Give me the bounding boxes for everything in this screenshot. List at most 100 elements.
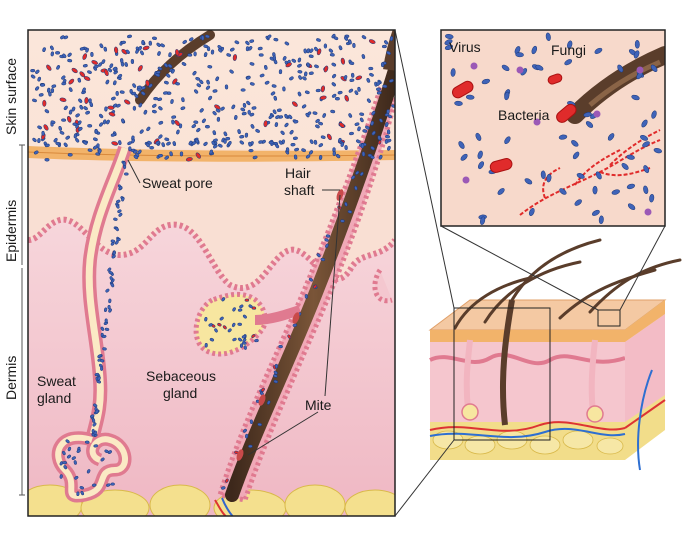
bacterium (291, 58, 297, 63)
bacterium (172, 141, 177, 147)
bacterium (384, 138, 389, 144)
inset-bacterium (444, 39, 453, 45)
inset-microbes (444, 32, 662, 225)
fungus-cell (82, 53, 88, 60)
bacterium (176, 129, 180, 135)
bacterium (62, 461, 67, 465)
bacterium (239, 343, 244, 348)
bacterium (344, 36, 349, 41)
bacterium (239, 135, 245, 139)
bacterium (271, 84, 277, 88)
bacterium (133, 154, 139, 160)
bacterium (386, 51, 391, 55)
bacterium (274, 122, 279, 128)
bacterium (116, 238, 121, 242)
bacterium (164, 80, 169, 85)
bacterium (100, 326, 105, 331)
bacterium (322, 113, 327, 118)
fungus-cell (368, 39, 376, 44)
bacterium (305, 112, 310, 118)
bacterium (201, 118, 206, 124)
bacterium (344, 145, 348, 151)
bacterium (218, 48, 223, 53)
bacterium (275, 115, 280, 120)
bacterium (76, 491, 80, 497)
bacterium (329, 53, 335, 57)
bacterium (359, 171, 364, 176)
bacterium (343, 75, 348, 80)
bacterium (67, 153, 73, 157)
bacterium (318, 155, 323, 160)
bacterium (168, 52, 172, 58)
bacterium (385, 135, 390, 139)
bacterium (61, 118, 67, 122)
bacterium (249, 62, 255, 66)
bacterium (59, 474, 63, 479)
bacterium (50, 120, 56, 124)
bacterium (223, 138, 227, 144)
bacterium (267, 34, 272, 39)
sweat-gland-label-2: gland (37, 390, 71, 406)
bacterium (205, 85, 211, 90)
bacterium (340, 142, 345, 147)
inset-bacterium (571, 140, 579, 147)
bacterium (237, 308, 243, 312)
bacterium (334, 97, 340, 101)
bacterium (30, 68, 36, 73)
bacterium (111, 96, 116, 101)
bacterium (237, 129, 241, 134)
bacterium (155, 140, 160, 145)
bacterium (303, 48, 307, 54)
bacterium (94, 129, 98, 135)
bacterium (58, 126, 62, 131)
bacterium (313, 284, 318, 289)
bacterium (109, 63, 114, 69)
bacterium (60, 35, 65, 40)
bacterium (315, 118, 320, 123)
bacterium (314, 46, 319, 52)
bacterium (232, 337, 237, 342)
bacterium (318, 143, 324, 148)
bacterium (224, 84, 229, 90)
bacterium (261, 387, 265, 392)
bacterium (78, 98, 83, 103)
inset-bacterium (444, 44, 453, 51)
inset-bacterium (621, 162, 629, 170)
bacterium (63, 465, 68, 470)
fungus-cell (91, 60, 98, 65)
inset-bacterium (477, 150, 483, 159)
inset-bacterium (504, 136, 511, 144)
bacterium (318, 121, 323, 126)
bacterium (191, 124, 197, 129)
bacterium (41, 130, 45, 136)
bacterium (105, 79, 110, 85)
bacterium (214, 328, 218, 333)
bacterium (366, 98, 371, 103)
inset-bacterium (611, 189, 620, 195)
bacterium (309, 48, 314, 53)
bacterium (298, 75, 302, 80)
inset-bacterium (585, 121, 594, 128)
bacterium (110, 239, 116, 243)
inset-bacterium (626, 154, 635, 160)
fungus-cell (340, 57, 346, 65)
inset-bacterium (631, 94, 640, 101)
bacterium (160, 43, 165, 48)
bacterium (132, 83, 137, 88)
bacterium (242, 338, 247, 343)
bacterium (278, 69, 283, 75)
fungus-cell (232, 54, 237, 61)
bacterium (348, 88, 354, 93)
bacterium (359, 112, 365, 116)
bacterium (32, 137, 37, 142)
inset-bacterium (531, 45, 538, 55)
bacterium (332, 73, 337, 79)
bacterium (362, 129, 368, 133)
bacterium (389, 36, 394, 42)
bacterium (384, 122, 389, 127)
bacterium (285, 147, 290, 153)
bacterium (207, 65, 213, 69)
bacterium (258, 140, 264, 144)
inset-bacterium (481, 78, 491, 85)
bacterium (107, 450, 112, 454)
